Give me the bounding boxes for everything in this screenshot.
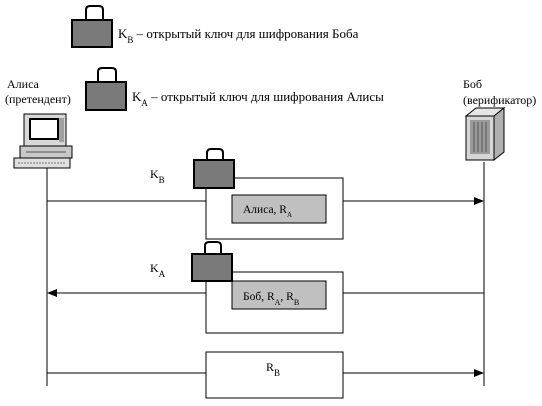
legend-kb-text: KB – открытый ключ для шифрования Боба [118,26,359,45]
message-envelope [205,351,344,399]
bob-name: Боб [463,77,482,91]
legend-ka: KA – открытый ключ для шифрования Алисы [85,67,384,111]
padlock-icon [71,5,113,48]
alice-role: (претендент) [5,92,71,106]
legend-kb: KB – открытый ключ для шифрования Боба [71,5,359,48]
message-2-key-label: KA [150,261,166,279]
message-3: RB [47,351,484,399]
computer-icon [13,113,73,169]
bob-role: (верификатор) [463,93,536,107]
server-icon [464,106,506,162]
padlock-icon [191,241,233,282]
message-2: Боб, RA, RB KA [47,241,484,334]
padlock-icon [85,67,127,111]
padlock-icon [193,148,235,189]
encrypted-content [231,194,327,224]
message-2-content: Боб, RA, RB [243,291,299,307]
message-1-content: Алиса, RA [243,204,292,219]
encrypted-content [231,280,327,310]
message-1-key-label: KB [150,167,165,185]
message-1: Алиса, RA KB [47,148,484,240]
alice-name: Алиса [7,77,40,91]
message-3-content: RB [266,360,280,378]
legend-ka-text: KA – открытый ключ для шифрования Алисы [132,89,384,108]
